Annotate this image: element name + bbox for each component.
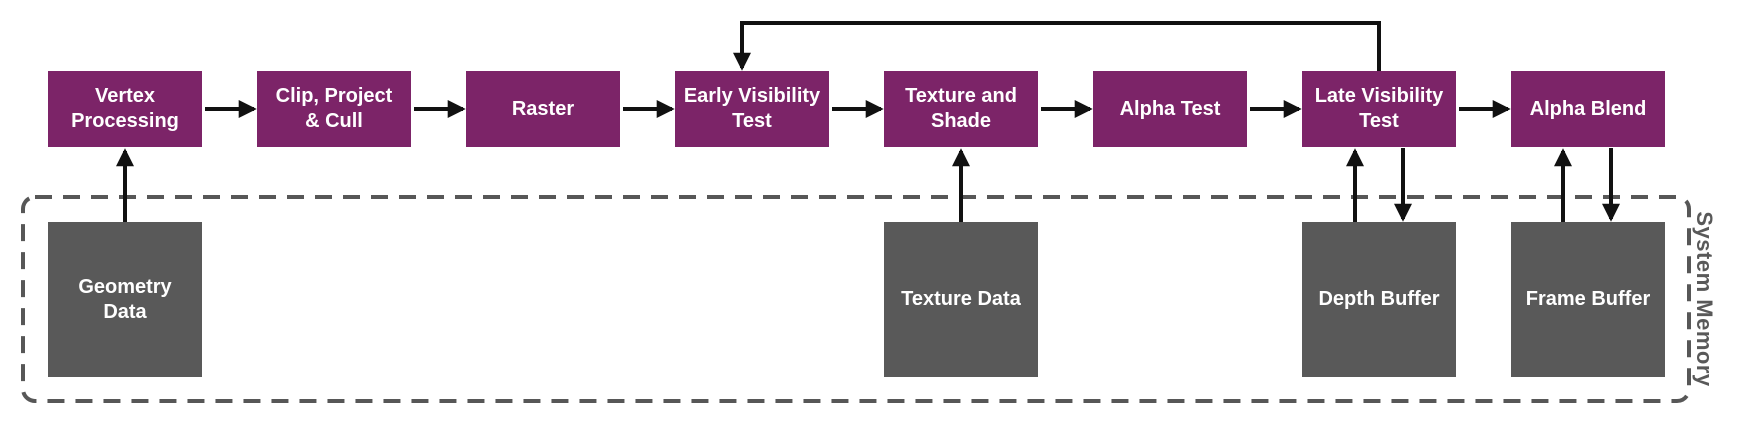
stage-alpha-blend: Alpha Blend (1511, 71, 1665, 147)
system-memory-label: System Memory (1692, 211, 1717, 387)
stage-alpha-test: Alpha Test (1093, 71, 1247, 147)
memory-texture-data: Texture Data (884, 222, 1038, 377)
memory-frame-buffer: Frame Buffer (1511, 222, 1665, 377)
stage-vertex-processing: Vertex Processing (48, 71, 202, 147)
memory-geometry-data: Geometry Data (48, 222, 202, 377)
stage-late-visibility-test: Late Visibility Test (1302, 71, 1456, 147)
system-memory-region-border (21, 195, 1691, 403)
stage-raster: Raster (466, 71, 620, 147)
stage-texture-and-shade: Texture and Shade (884, 71, 1038, 147)
arrow-feedback-late-to-early-visibility (733, 21, 1381, 71)
stage-early-visibility-test: Early Visibility Test (675, 71, 829, 147)
stage-clip-project-cull: Clip, Project & Cull (257, 71, 411, 147)
memory-depth-buffer: Depth Buffer (1302, 222, 1456, 377)
